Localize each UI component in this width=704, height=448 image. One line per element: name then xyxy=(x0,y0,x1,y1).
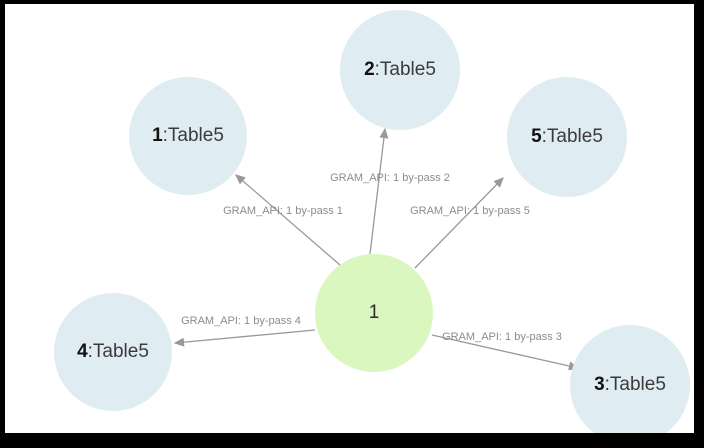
node-label: 5:Table5 xyxy=(531,126,603,148)
node-label: 1 xyxy=(368,302,380,323)
node-suffix: :Table5 xyxy=(162,125,224,146)
node-label: 1:Table5 xyxy=(152,125,224,147)
graph-node-5-table5[interactable]: 5:Table5 xyxy=(507,77,627,197)
node-suffix: :Table5 xyxy=(87,341,149,362)
edge-label-bypass-4[interactable]: GRAM_API: 1 by-pass 4 xyxy=(181,315,301,327)
node-number: 4 xyxy=(77,341,88,362)
edge-bypass-2[interactable] xyxy=(369,127,389,255)
node-number: 5 xyxy=(531,126,542,147)
edge-label-bypass-5[interactable]: GRAM_API: 1 by-pass 5 xyxy=(410,205,530,217)
edge-bypass-3[interactable] xyxy=(431,334,580,371)
edge-label-bypass-2[interactable]: GRAM_API: 1 by-pass 2 xyxy=(330,172,450,184)
edge-label-bypass-3[interactable]: GRAM_API: 1 by-pass 3 xyxy=(442,331,562,343)
graph-node-1-table5[interactable]: 1:Table5 xyxy=(129,77,247,195)
node-label: 3:Table5 xyxy=(594,374,666,396)
node-number: 2 xyxy=(364,59,375,80)
edge-bypass-4[interactable] xyxy=(173,329,316,347)
graph-node-3-table5[interactable]: 3:Table5 xyxy=(570,325,690,433)
node-suffix: :Table5 xyxy=(604,374,666,395)
edge-bypass-1[interactable] xyxy=(235,174,341,266)
node-number: 3 xyxy=(594,374,605,395)
graph-node-4-table5[interactable]: 4:Table5 xyxy=(54,293,172,411)
node-label: 2:Table5 xyxy=(364,59,436,81)
graph-node-center-1[interactable]: 1 xyxy=(315,254,433,372)
edge-layer xyxy=(173,127,580,371)
node-suffix: :Table5 xyxy=(374,59,436,80)
graph-canvas[interactable]: GRAM_API: 1 by-pass 1 GRAM_API: 1 by-pas… xyxy=(5,4,694,433)
node-label: 4:Table5 xyxy=(77,341,149,363)
node-suffix: :Table5 xyxy=(541,126,603,147)
node-number: 1 xyxy=(152,125,163,146)
graph-node-2-table5[interactable]: 2:Table5 xyxy=(340,10,460,130)
edge-bypass-5[interactable] xyxy=(414,177,504,269)
edge-label-bypass-1[interactable]: GRAM_API: 1 by-pass 1 xyxy=(223,205,343,217)
